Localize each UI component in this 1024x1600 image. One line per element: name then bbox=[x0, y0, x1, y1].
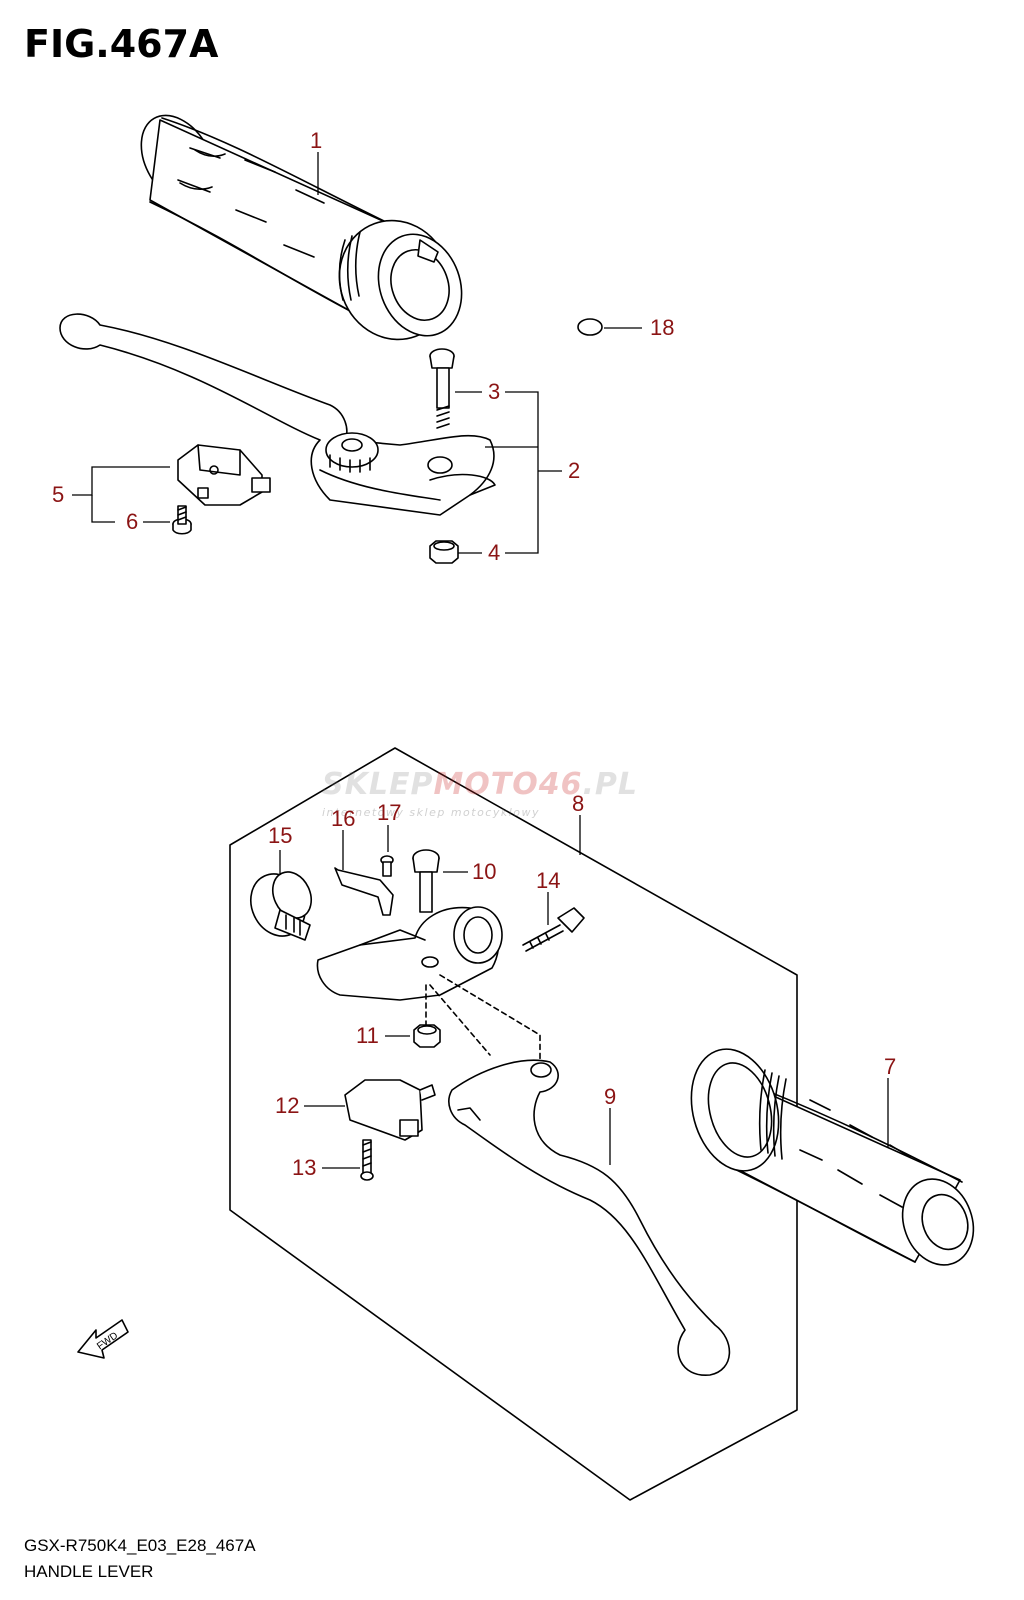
callout-10[interactable]: 10 bbox=[472, 859, 497, 884]
brake-switch-part bbox=[177, 444, 271, 506]
lower-bolt-part bbox=[412, 849, 440, 913]
left-grip-part bbox=[690, 1048, 975, 1266]
callout-6[interactable]: 6 bbox=[126, 509, 139, 534]
spring-clip-part bbox=[334, 867, 394, 916]
callout-1[interactable]: 1 bbox=[310, 128, 323, 153]
callout-16[interactable]: 16 bbox=[331, 806, 356, 831]
callout-5[interactable]: 5 bbox=[52, 482, 65, 507]
callout-15[interactable]: 15 bbox=[268, 823, 293, 848]
callout-18[interactable]: 18 bbox=[650, 315, 675, 340]
callout-13[interactable]: 13 bbox=[292, 1155, 317, 1180]
fwd-arrow-icon bbox=[77, 1319, 129, 1359]
watermark-tagline: internetowy sklep motocyklowy bbox=[322, 806, 541, 819]
clutch-lever-part bbox=[448, 1059, 731, 1376]
nut-part bbox=[429, 540, 459, 564]
lower-nut-part bbox=[413, 1024, 441, 1048]
model-code: GSX-R750K4_E03_E28_467A bbox=[24, 1536, 256, 1555]
leader-lines bbox=[72, 152, 889, 1169]
figure-title: FIG.467A bbox=[24, 22, 219, 66]
callout-11[interactable]: 11 bbox=[356, 1023, 379, 1048]
callout-4[interactable]: 4 bbox=[488, 540, 501, 565]
small-screw-part bbox=[380, 855, 394, 877]
watermark-brand: SKLEPMOTO46.PL bbox=[322, 767, 639, 802]
callout-8[interactable]: 8 bbox=[572, 791, 585, 816]
callout-17[interactable]: 17 bbox=[377, 800, 402, 825]
pivot-bolt-part bbox=[429, 348, 455, 429]
adjuster-knob-part bbox=[250, 871, 313, 941]
throttle-grip-part bbox=[140, 114, 463, 341]
clutch-switch-part bbox=[344, 1079, 436, 1141]
clamp-bolt-part bbox=[522, 907, 585, 952]
callout-12[interactable]: 12 bbox=[275, 1093, 300, 1118]
callout-14[interactable]: 14 bbox=[536, 868, 561, 893]
callout-7[interactable]: 7 bbox=[884, 1054, 897, 1079]
callout-9[interactable]: 9 bbox=[604, 1084, 617, 1109]
cap-part bbox=[577, 318, 603, 336]
diagram-caption: HANDLE LEVER bbox=[24, 1562, 154, 1581]
screw-part bbox=[172, 505, 192, 535]
kit-boundary bbox=[229, 747, 798, 1501]
lower-screw-part bbox=[360, 1139, 374, 1181]
callout-3[interactable]: 3 bbox=[488, 379, 501, 404]
lever-holder-part bbox=[316, 906, 503, 1001]
callout-2[interactable]: 2 bbox=[568, 458, 581, 483]
upper-lever-part bbox=[59, 313, 496, 516]
